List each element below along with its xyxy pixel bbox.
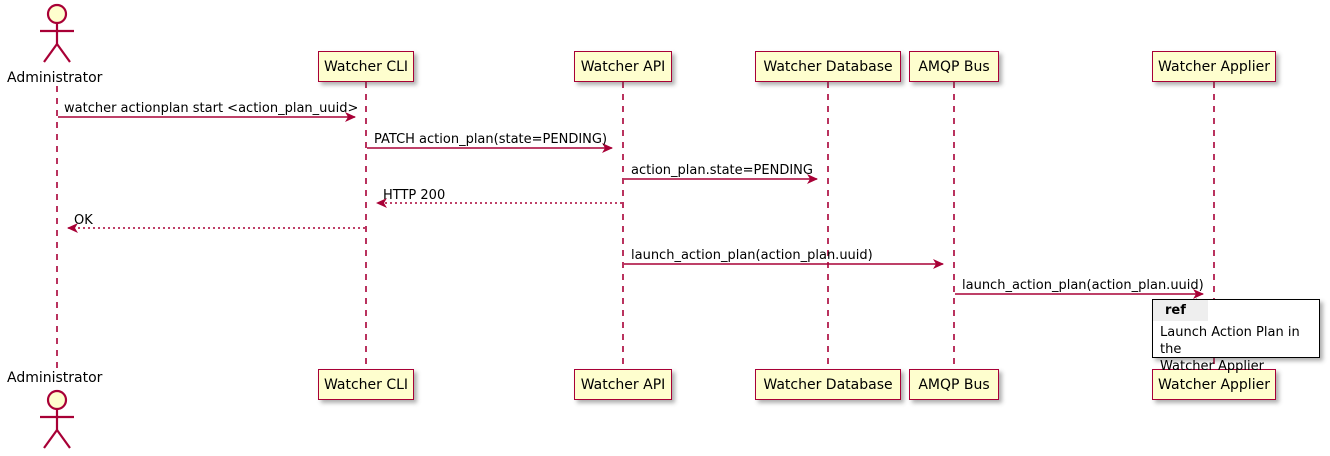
participant-label-watcher-cli: Watcher CLI	[323, 58, 409, 75]
message-label-7: launch_action_plan(action_plan.uuid)	[962, 278, 1204, 293]
ref-fragment-body-line-1: Launch Action Plan in the	[1160, 325, 1300, 357]
participant-label-watcher-api: Watcher API	[580, 58, 666, 75]
actor-administrator-top-glyph	[40, 3, 74, 63]
participant-label-watcher-applier-bottom: Watcher Applier	[1158, 376, 1270, 393]
actor-administrator-bottom-glyph	[40, 389, 74, 449]
participant-box-watcher-cli-top[interactable]: Watcher CLI	[318, 51, 414, 82]
participant-box-watcher-api-top[interactable]: Watcher API	[574, 51, 672, 82]
participant-label-watcher-database-bottom: Watcher Database	[763, 376, 893, 393]
participant-box-watcher-api-bottom[interactable]: Watcher API	[574, 369, 672, 400]
participant-label-amqp-bus: AMQP Bus	[918, 58, 990, 75]
message-label-1: watcher actionplan start <action_plan_uu…	[64, 101, 359, 116]
participant-box-watcher-applier-bottom[interactable]: Watcher Applier	[1152, 369, 1276, 400]
participant-box-amqp-bus-top[interactable]: AMQP Bus	[909, 51, 999, 82]
message-arrows	[58, 112, 1204, 299]
message-label-5: OK	[74, 213, 93, 228]
participant-box-watcher-database-top[interactable]: Watcher Database	[755, 51, 901, 82]
ref-fragment-body-line-2: Watcher Applier	[1160, 359, 1264, 374]
message-label-3: action_plan.state=PENDING	[631, 163, 813, 178]
participant-box-watcher-cli-bottom[interactable]: Watcher CLI	[318, 369, 414, 400]
message-label-4: HTTP 200	[383, 188, 446, 203]
ref-fragment[interactable]: ref Launch Action Plan in the Watcher Ap…	[1152, 299, 1320, 374]
participant-box-amqp-bus-bottom[interactable]: AMQP Bus	[909, 369, 999, 400]
lifelines	[56, 82, 1215, 370]
message-label-2: PATCH action_plan(state=PENDING)	[374, 132, 608, 147]
ref-fragment-tab-label: ref	[1165, 303, 1186, 318]
participant-label-watcher-cli-bottom: Watcher CLI	[323, 376, 409, 393]
participant-label-watcher-database: Watcher Database	[763, 58, 893, 75]
actor-label-administrator-bottom: Administrator	[7, 370, 103, 386]
actor-label-administrator-top: Administrator	[7, 70, 103, 86]
participant-label-watcher-api-bottom: Watcher API	[580, 376, 666, 393]
participant-box-watcher-database-bottom[interactable]: Watcher Database	[755, 369, 901, 400]
participant-label-watcher-applier: Watcher Applier	[1158, 58, 1270, 75]
message-label-6: launch_action_plan(action_plan.uuid)	[631, 248, 873, 263]
ref-fragment-body: Launch Action Plan in the Watcher Applie…	[1160, 324, 1318, 375]
participant-label-amqp-bus-bottom: AMQP Bus	[918, 376, 990, 393]
ref-fragment-tab	[1153, 300, 1208, 321]
participant-box-watcher-applier-top[interactable]: Watcher Applier	[1152, 51, 1276, 82]
